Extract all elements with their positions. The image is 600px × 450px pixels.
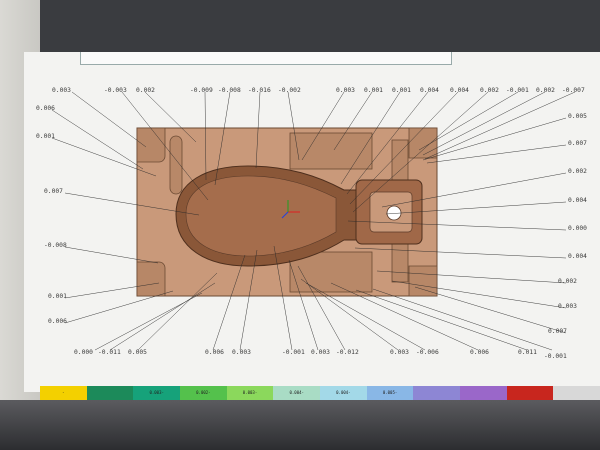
monitor-bottom-bezel [0,400,600,450]
deviation-label: 0.006 [205,349,224,356]
top-toolbar-strip [80,52,452,65]
center-pocket [289,251,373,293]
deviation-label: 0.007 [44,188,63,195]
deviation-label: 0.001 [392,87,411,94]
deviation-label: -0.012 [336,349,359,356]
deviation-label: 0.002 [536,87,555,94]
deviation-label: 0.002 [568,168,587,175]
legend-swatch [460,386,507,400]
z-axis-marker [281,211,289,219]
deviation-labels: 0.003 -0.003 0.002 -0.009 -0.008 -0.016 … [36,87,587,360]
legend-swatch [413,386,461,400]
deviation-label: 0.001 [364,87,383,94]
deviation-label: 0.002 [136,87,155,94]
corner-pocket [136,261,166,297]
legend-swatch: 0.002- [180,386,227,400]
legend-swatch: 0.003- [133,386,181,400]
deviation-label: -0.001 [506,87,529,94]
deviation-label: 0.001 [36,133,55,140]
deviation-label: -0.016 [248,87,271,94]
deviation-label: 0.002 [480,87,499,94]
deviation-label: 0.005 [128,349,147,356]
deviation-label: 0.003 [52,87,71,94]
deviation-label: 0.007 [568,140,587,147]
legend-swatch: 0.005- [366,386,414,400]
deviation-label: -0.009 [190,87,213,94]
mold-part [136,127,438,297]
color-legend-bar: - 0.003- 0.002- 0.003- 0.004- 0.004- 0.0… [40,386,600,400]
deviation-label: 0.003 [558,303,577,310]
deviation-label: 0.006 [470,349,489,356]
deviation-label: 0.003 [336,87,355,94]
legend-swatch: 0.004- [320,386,367,400]
deviation-label: 0.004 [420,87,439,94]
leader-lines [51,91,576,351]
center-pocket [289,132,373,170]
deviation-label: 0.006 [36,105,55,112]
deviation-label: 0.006 [48,318,67,325]
deviation-label: 0.003 [232,349,251,356]
legend-swatch [506,386,554,400]
deviation-label: -0.003 [104,87,127,94]
corner-pocket [408,127,438,159]
bulb-inner [185,175,337,257]
deviation-label: -0.007 [562,87,585,94]
deviation-label: -0.006 [416,349,439,356]
legend-swatch: 0.003- [226,386,274,400]
legend-swatch [86,386,134,400]
deviation-label: 0.001 [48,293,67,300]
legend-swatch: - [40,386,87,400]
deviation-label: 0.002 [558,278,577,285]
deviation-label: -0.001 [544,353,567,360]
deviation-label: 0.004 [450,87,469,94]
deviation-label: 0.000 [568,225,587,232]
deviation-label: -0.008 [218,87,241,94]
deviation-label: 0.004 [568,197,587,204]
deviation-label: -0.008 [44,242,67,249]
deviation-label: 0.003 [311,349,330,356]
legend-swatch [553,386,600,400]
deviation-label: 0.000 [74,349,93,356]
deviation-label: 0.007 [548,328,567,335]
deviation-label: 0.003 [390,349,409,356]
deviation-label: -0.002 [278,87,301,94]
corner-pocket [136,127,166,163]
deviation-label: 0.004 [568,253,587,260]
side-slot [169,135,183,195]
deviation-label: -0.011 [98,349,121,356]
corner-pocket [408,265,438,297]
deviation-label: 0.011 [518,349,537,356]
deviation-label: -0.001 [282,349,305,356]
deviation-label: 0.005 [568,113,587,120]
legend-swatch: 0.004- [273,386,321,400]
